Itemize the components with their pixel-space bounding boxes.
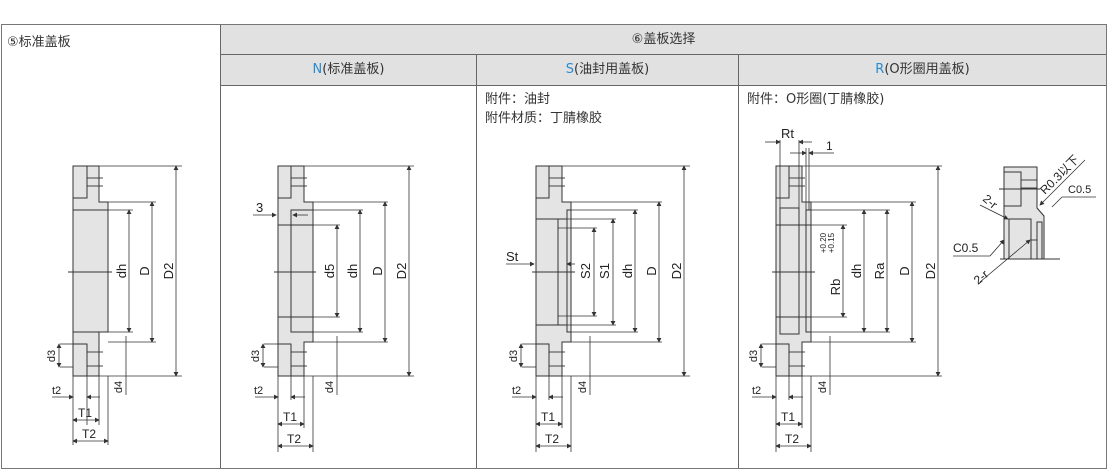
s-t2-label: t2 xyxy=(512,385,521,397)
cover-selection-header: ⑥盖板选择 xyxy=(220,25,1106,55)
r-rb-label: Rb xyxy=(828,279,843,296)
n-t2-cap-label: T2 xyxy=(287,432,301,446)
r-rb-tol-lower: +0.15 xyxy=(827,232,836,253)
s-d2-label: D2 xyxy=(669,263,684,280)
std-t2-cap-label: T2 xyxy=(82,427,96,441)
detail-2r-top-label: 2-r xyxy=(980,192,1000,212)
r-d3-label: d3 xyxy=(748,350,760,362)
option-code-n: N xyxy=(312,62,323,77)
r-1-label: 1 xyxy=(826,139,833,153)
option-label-n: (标准盖板) xyxy=(322,62,385,77)
r-note-attachment: 附件：O形圈(丁腈橡胶) xyxy=(747,92,885,107)
option-label-r: (O形圈用盖板) xyxy=(884,62,970,77)
r-d-label: D xyxy=(897,266,912,275)
r-t2-label: t2 xyxy=(752,385,761,397)
r-d4-label: d4 xyxy=(817,381,829,393)
s-cover-drawing: St S2 S1 dh D D2 d3 d4 t2 T1 T2 xyxy=(506,165,690,452)
option-code-s: S xyxy=(565,62,575,77)
standard-cover-drawing: dh D D2 d3 d4 t2 T1 T2 xyxy=(46,165,182,445)
s-s1-label: S1 xyxy=(597,263,612,279)
std-dh-label: dh xyxy=(114,264,129,278)
r-oring-detail-drawing: R0.3以下 C0.5 2-r C0.5 2-r xyxy=(953,152,1096,287)
r-rt-label: Rt xyxy=(781,126,794,141)
s-t1-label: T1 xyxy=(541,410,555,424)
option-header-n: N(标准盖板) xyxy=(220,55,476,86)
r-rb-tol-upper: +0.20 xyxy=(819,232,828,253)
n-d2-label: D2 xyxy=(394,263,409,280)
n-d5-label: d5 xyxy=(322,264,337,278)
s-note-attachment: 附件：油封 xyxy=(485,92,551,107)
s-dh-label: dh xyxy=(620,264,635,278)
s-d3-label: d3 xyxy=(508,350,520,362)
r-ra-label: Ra xyxy=(872,262,887,279)
std-d2-label: D2 xyxy=(161,263,176,280)
s-d-label: D xyxy=(644,266,659,275)
n-t1-label: T1 xyxy=(283,410,297,424)
option-header-r: R(O形圈用盖板) xyxy=(738,55,1106,86)
detail-c05-bottom-label: C0.5 xyxy=(953,241,979,255)
std-t2-label: t2 xyxy=(52,385,61,397)
option-body-r: 附件：O形圈(丁腈橡胶) xyxy=(738,86,1106,468)
standard-cover-title: ⑤标准盖板 xyxy=(7,35,71,50)
r-t2-cap-label: T2 xyxy=(785,432,799,446)
n-d4-label: d4 xyxy=(324,381,336,393)
s-notes: 附件：油封 附件材质：丁腈橡胶 xyxy=(485,90,602,128)
s-note-material: 附件材质：丁腈橡胶 xyxy=(485,111,603,126)
r-cover-drawing: Rt 1 Rb +0.20 +0.15 dh Ra D D2 d3 d4 t2 … xyxy=(748,126,942,452)
r-d2-label: D2 xyxy=(923,263,938,280)
std-d4-label: d4 xyxy=(113,381,125,393)
option-body-n xyxy=(220,86,476,468)
s-st-label: St xyxy=(506,249,519,264)
cover-plate-table: ⑤标准盖板 ⑥盖板选择 N(标准盖板) S(油封用盖板) R(O形圈用盖板) 附… xyxy=(1,24,1107,469)
r-notes: 附件：O形圈(丁腈橡胶) xyxy=(747,90,884,109)
r-dh-label: dh xyxy=(849,264,864,278)
n-d3-label: d3 xyxy=(250,350,262,362)
n-t2-label: t2 xyxy=(254,385,263,397)
std-d-label: D xyxy=(137,266,152,275)
n-dh-label: dh xyxy=(345,264,360,278)
n-d-label: D xyxy=(370,266,385,275)
option-header-s: S(油封用盖板) xyxy=(476,55,738,86)
std-d3-label: d3 xyxy=(46,350,58,362)
detail-c05-top-label: C0.5 xyxy=(1068,184,1091,196)
r-t1-label: T1 xyxy=(781,410,795,424)
s-t2-cap-label: T2 xyxy=(545,432,559,446)
n-cover-drawing: 3 d5 dh D D2 d3 d4 t2 T1 T2 xyxy=(250,165,414,452)
s-s2-label: S2 xyxy=(578,263,593,279)
detail-2r-bottom-label: 2-r xyxy=(971,267,991,287)
option-code-r: R xyxy=(875,62,885,77)
std-t1-label: T1 xyxy=(78,406,92,420)
n-3-label: 3 xyxy=(256,200,263,215)
s-d4-label: d4 xyxy=(577,381,589,393)
option-body-s: 附件：油封 附件材质：丁腈橡胶 xyxy=(476,86,738,468)
option-label-s: (油封用盖板) xyxy=(574,62,650,77)
standard-cover-column: ⑤标准盖板 xyxy=(2,25,220,468)
